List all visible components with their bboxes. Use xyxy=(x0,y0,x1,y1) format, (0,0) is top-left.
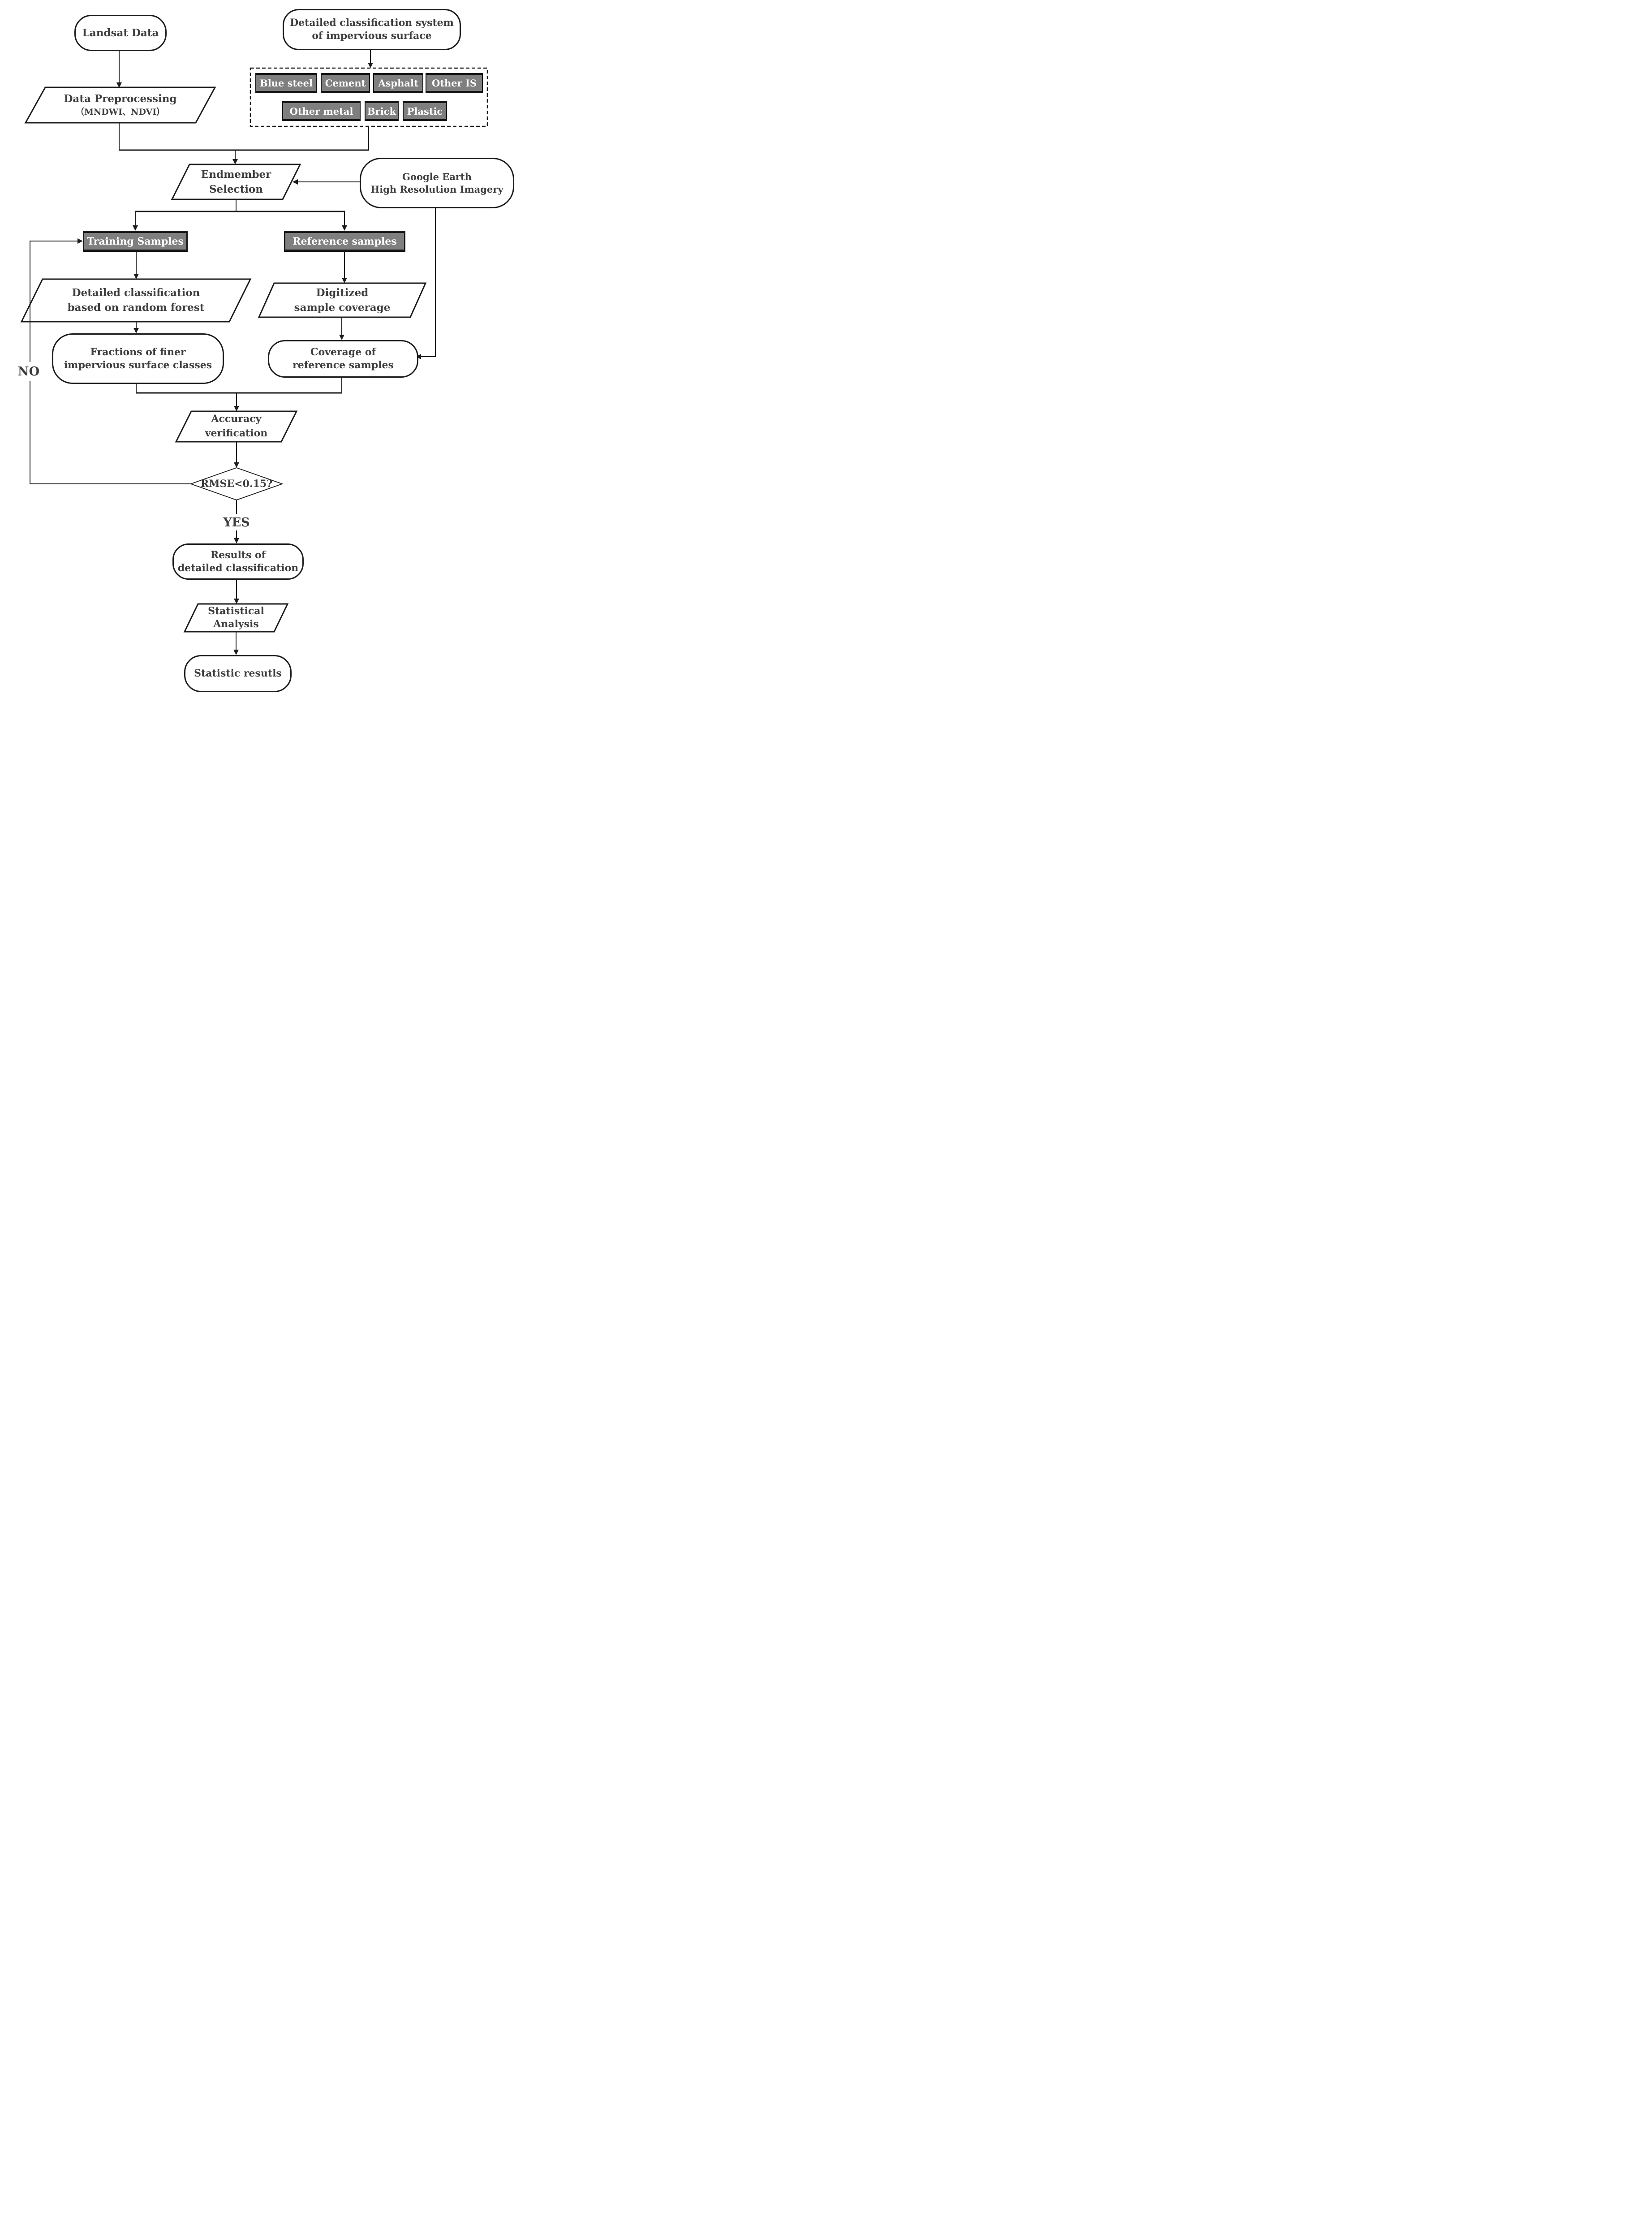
class-chip-plastic: Plastic xyxy=(403,101,447,121)
parallelogram-rf-classification xyxy=(20,278,252,323)
arrowhead-into-training xyxy=(133,225,138,231)
node-statistic-results: Statistic resutls xyxy=(184,655,292,692)
chip-other-metal-label: Other metal xyxy=(289,105,353,117)
fractions-line2: impervious surface classes xyxy=(64,359,212,371)
arrowhead-into-coverage xyxy=(339,335,344,340)
chip-blue-steel-label: Blue steel xyxy=(260,77,313,89)
classification-system-line2: of impervious surface xyxy=(312,30,432,42)
results-line1: Results of xyxy=(210,549,266,561)
parallelogram-digitized-coverage xyxy=(258,282,427,318)
node-landsat-data-label: Landsat Data xyxy=(82,26,159,39)
node-decision-rmse: RMSE<0.15? xyxy=(191,476,282,492)
branch-label-no: NO xyxy=(13,362,44,381)
chip-plastic-label: Plastic xyxy=(407,105,443,117)
yes-label-text: YES xyxy=(223,515,250,530)
arrowhead-no-into-training xyxy=(77,238,83,244)
class-chip-other-metal: Other metal xyxy=(282,101,361,121)
node-reference-samples: Reference samples xyxy=(284,231,405,252)
arrowhead-into-preprocessing xyxy=(116,82,122,88)
arrowhead-into-dashedbox xyxy=(368,63,373,68)
coverage-reference-line2: reference samples xyxy=(293,359,394,371)
chip-other-is-label: Other IS xyxy=(432,77,477,89)
connector-layer xyxy=(20,47,488,655)
arrowhead-into-fractions xyxy=(133,328,139,333)
node-landsat-data: Landsat Data xyxy=(74,15,167,51)
branch-label-yes: YES xyxy=(221,514,252,530)
chip-brick-label: Brick xyxy=(367,105,396,117)
chip-asphalt-label: Asphalt xyxy=(378,77,418,89)
node-classification-system: Detailed classification system of imperv… xyxy=(283,9,461,50)
statistic-results-label: Statistic resutls xyxy=(194,668,282,680)
class-chip-other-is: Other IS xyxy=(426,73,483,93)
training-samples-label: Training Samples xyxy=(87,235,184,247)
results-line2: detailed classification xyxy=(177,562,299,574)
no-label-text: NO xyxy=(17,364,40,379)
node-results-detailed: Results of detailed classification xyxy=(172,543,304,580)
chip-cement-label: Cement xyxy=(325,77,366,89)
decision-label: RMSE<0.15? xyxy=(200,478,273,490)
reference-samples-label: Reference samples xyxy=(293,235,397,247)
node-coverage-reference: Coverage of reference samples xyxy=(268,340,418,378)
parallelogram-statistical-analysis xyxy=(183,603,289,633)
class-chip-asphalt: Asphalt xyxy=(373,73,423,93)
class-chip-brick: Brick xyxy=(365,101,399,121)
coverage-reference-line1: Coverage of xyxy=(310,346,376,358)
arrowhead-into-digitized xyxy=(342,278,347,283)
arrowhead-into-decision xyxy=(234,462,239,468)
class-chip-blue-steel: Blue steel xyxy=(255,73,317,93)
arrowhead-into-endmember xyxy=(232,159,238,164)
class-chip-cement: Cement xyxy=(321,73,370,93)
arrowhead-ge-into-endmember xyxy=(293,179,298,185)
google-earth-line1: Google Earth xyxy=(402,171,472,183)
node-google-earth: Google Earth High Resolution Imagery xyxy=(360,158,514,208)
arrowhead-into-results xyxy=(234,538,239,543)
node-fractions-finer: Fractions of finer impervious surface cl… xyxy=(52,333,224,384)
node-training-samples: Training Samples xyxy=(83,231,188,252)
arrowhead-ge-into-coverage xyxy=(416,354,421,359)
parallelogram-data-preprocessing xyxy=(24,86,216,124)
google-earth-line2: High Resolution Imagery xyxy=(370,183,503,195)
classification-system-line1: Detailed classification system xyxy=(290,17,454,29)
parallelogram-accuracy-verification xyxy=(175,410,298,443)
arrowhead-into-accuracy xyxy=(234,406,239,411)
arrowhead-into-reference xyxy=(342,225,347,231)
arrowhead-into-statisticresults xyxy=(233,650,239,655)
arrowhead-into-rf xyxy=(133,274,139,279)
fractions-line1: Fractions of finer xyxy=(90,346,186,358)
flowchart-canvas: Landsat Data Detailed classification sys… xyxy=(0,0,516,695)
arrowhead-into-statistical xyxy=(234,599,239,604)
parallelogram-endmember-selection xyxy=(171,164,301,200)
